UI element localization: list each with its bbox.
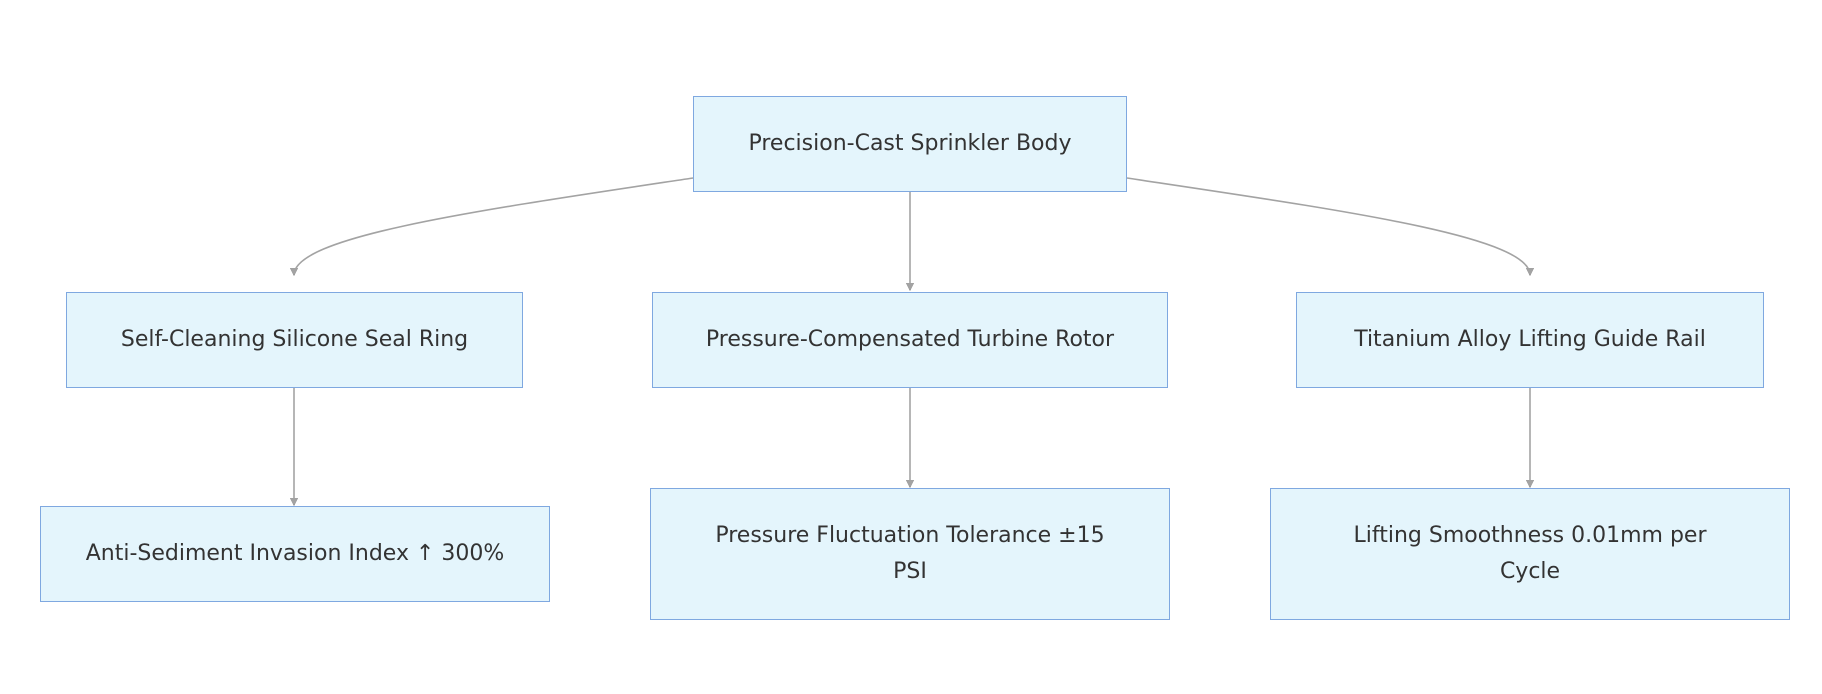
node-label: Anti-Sediment Invasion Index ↑ 300% [85, 541, 505, 566]
node-anti-sediment-invasion-index: Anti-Sediment Invasion Index ↑ 300% [40, 506, 550, 602]
node-label: Precision-Cast Sprinkler Body [748, 131, 1072, 156]
node-label: Pressure Fluctuation Tolerance ±15 PSI [715, 523, 1105, 584]
node-pressure-compensated-turbine-rotor: Pressure-Compensated Turbine Rotor [652, 292, 1168, 388]
node-pressure-fluctuation-tolerance: Pressure Fluctuation Tolerance ±15 PSI [650, 488, 1170, 620]
node-label: Lifting Smoothness 0.01mm per Cycle [1353, 523, 1707, 584]
node-self-cleaning-silicone-seal-ring: Self-Cleaning Silicone Seal Ring [66, 292, 523, 388]
node-label: Self-Cleaning Silicone Seal Ring [120, 327, 469, 352]
node-titanium-alloy-lifting-guide-rail: Titanium Alloy Lifting Guide Rail [1296, 292, 1764, 388]
edge-body-to-seal [294, 177, 694, 275]
edge-body-to-rail [1126, 177, 1530, 275]
node-label: Pressure-Compensated Turbine Rotor [705, 327, 1115, 352]
node-precision-cast-sprinkler-body: Precision-Cast Sprinkler Body [693, 96, 1127, 192]
node-label: Titanium Alloy Lifting Guide Rail [1354, 327, 1706, 352]
node-lifting-smoothness: Lifting Smoothness 0.01mm per Cycle [1270, 488, 1790, 620]
